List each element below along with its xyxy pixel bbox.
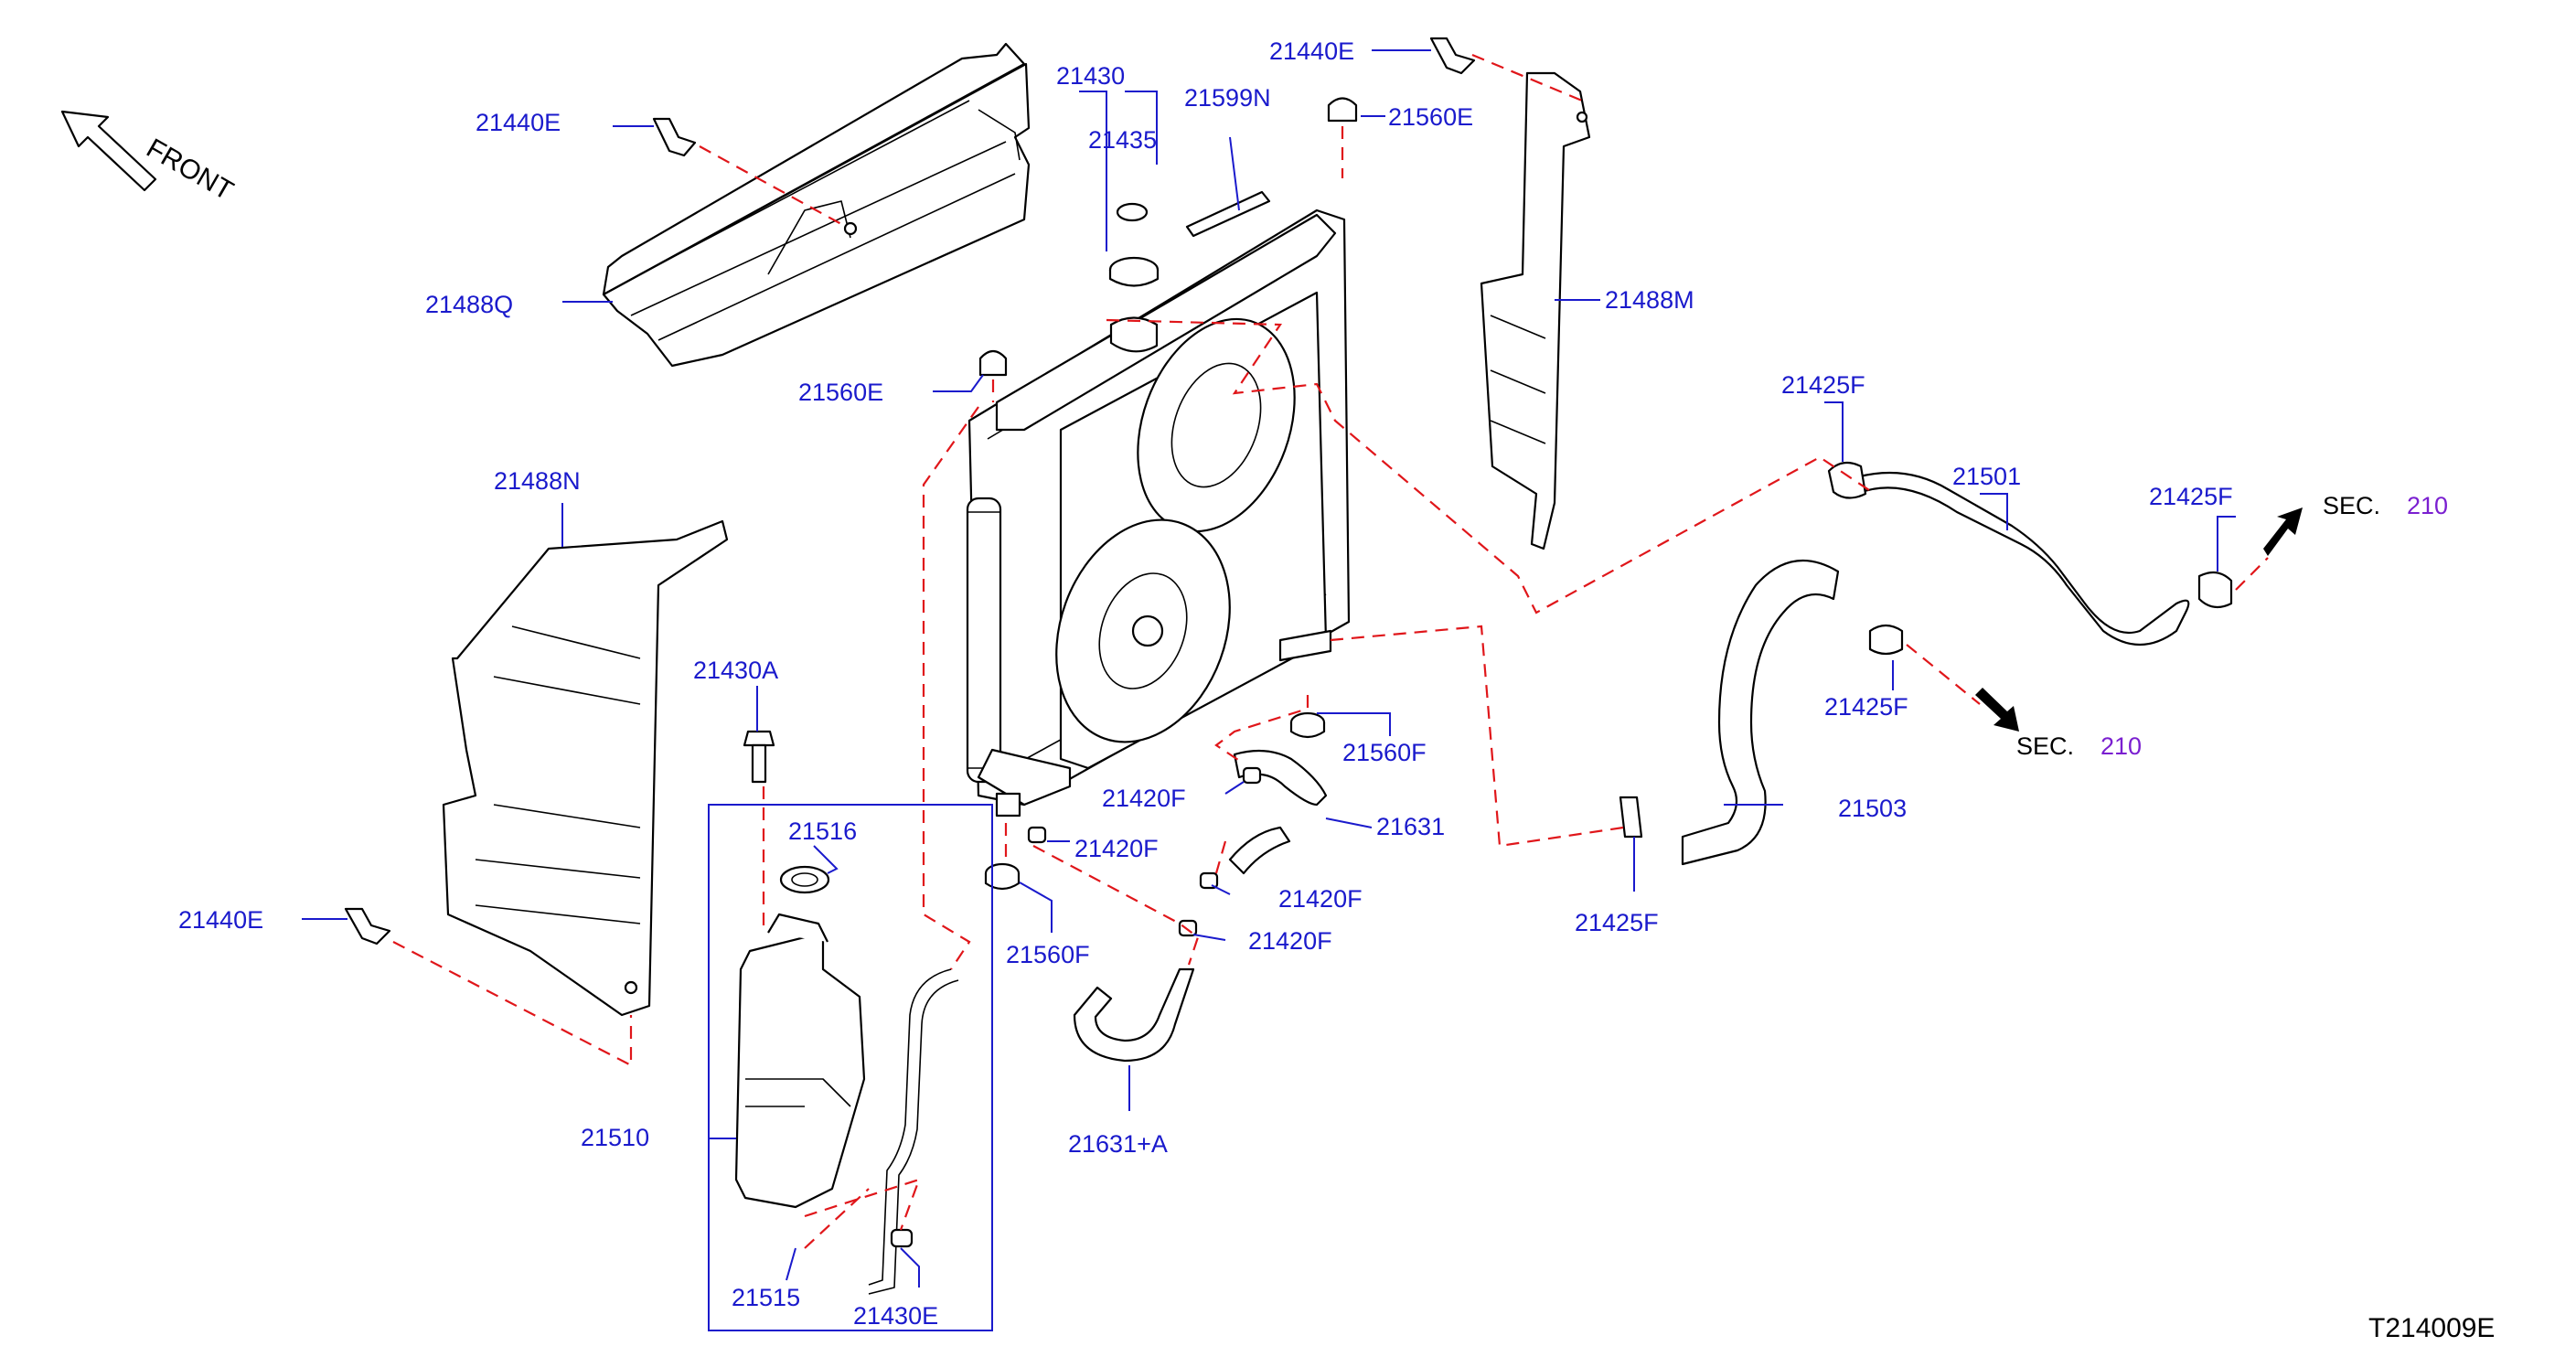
clip-21440E-upper-left (652, 117, 697, 157)
clamp-21420F-c (1199, 871, 1219, 890)
mount-bushing-21560F-right (1289, 711, 1326, 739)
label-21425F-a: 21425F (1781, 371, 1865, 399)
clip-21440E-lower-left (344, 907, 391, 946)
clip-21430E (890, 1228, 914, 1248)
front-label: FRONT (142, 133, 239, 206)
label-21515: 21515 (732, 1284, 800, 1311)
reservoir-group-box (708, 804, 993, 1331)
label-21510: 21510 (581, 1124, 649, 1151)
label-21420F-d: 21420F (1248, 927, 1332, 955)
label-21420F-b: 21420F (1074, 835, 1159, 862)
front-arrow-icon (60, 110, 157, 192)
clamp-21420F-d (1178, 919, 1198, 937)
label-21560F-b: 21560F (1006, 941, 1090, 968)
clamp-21425F-c (1868, 624, 1904, 656)
label-21488Q: 21488Q (425, 291, 513, 318)
label-21560E-a: 21560E (1388, 103, 1473, 131)
overflow-hose-21515 (868, 968, 959, 1295)
label-21420F-c: 21420F (1278, 885, 1363, 913)
label-21516: 21516 (788, 817, 857, 845)
diagram-code: T214009E (2368, 1313, 2495, 1343)
clamp-21425F-b (2197, 571, 2233, 609)
label-21440E-b: 21440E (1269, 37, 1354, 65)
sec-arrow-icon-upper (2263, 508, 2303, 556)
label-21560E-b: 21560E (798, 379, 883, 406)
sec-arrow-icon-lower (1975, 688, 2019, 732)
radiator-assembly (966, 208, 1351, 817)
radiator-cap-21430 (1108, 256, 1160, 287)
hose-21631A (1073, 967, 1195, 1063)
label-21430: 21430 (1056, 62, 1125, 90)
label-21430A: 21430A (693, 657, 778, 684)
mount-bushing-21560E-top (1327, 97, 1358, 123)
label-21440E-c: 21440E (178, 906, 263, 934)
label-21599N: 21599N (1184, 84, 1271, 112)
clamp-21420F-a (1242, 766, 1262, 785)
side-shroud-21488M (1480, 71, 1591, 550)
reservoir-tank-21510 (734, 913, 866, 1209)
bolt-21430A (743, 730, 775, 784)
label-21420F-a: 21420F (1102, 785, 1186, 812)
sec-number-upper: 210 (2407, 492, 2448, 519)
clamp-21425F-d (1619, 796, 1643, 839)
upper-shroud-21488Q (602, 42, 1031, 368)
air-guide-21488N (442, 519, 729, 1017)
hose-21631 (1228, 749, 1328, 875)
label-21488M: 21488M (1605, 286, 1694, 314)
label-21440E-a: 21440E (476, 109, 561, 136)
clamp-21425F-a (1827, 461, 1867, 499)
lower-hose-21503 (1681, 559, 1840, 866)
label-21430E: 21430E (853, 1302, 938, 1330)
label-21425F-b: 21425F (2149, 483, 2233, 510)
upper-hose-21501 (1845, 471, 2190, 646)
label-21425F-c: 21425F (1824, 693, 1908, 721)
label-21631A: 21631+A (1068, 1130, 1168, 1158)
mount-bushing-21560F-left (984, 862, 1021, 891)
label-21560F-a: 21560F (1342, 739, 1427, 766)
sec-label-lower: SEC. (2016, 732, 2074, 760)
seal-21435 (1116, 202, 1149, 222)
label-21425F-d: 21425F (1575, 909, 1659, 936)
sec-number-lower: 210 (2100, 732, 2142, 760)
label-21488N: 21488N (494, 467, 581, 495)
leader-lines (302, 49, 2236, 1288)
label-21631: 21631 (1376, 813, 1445, 840)
mount-bushing-21560E-left (978, 349, 1008, 377)
label-21435: 21435 (1088, 126, 1157, 154)
label-21503: 21503 (1838, 795, 1907, 822)
label-21501: 21501 (1952, 463, 2021, 490)
sec-label-upper: SEC. (2323, 492, 2380, 519)
seal-21599N (1185, 190, 1271, 238)
connection-lines (392, 53, 2269, 1249)
clip-21440E-top-right (1429, 37, 1476, 75)
clamp-21420F-b (1027, 826, 1047, 844)
reservoir-cap-21516 (779, 865, 830, 894)
